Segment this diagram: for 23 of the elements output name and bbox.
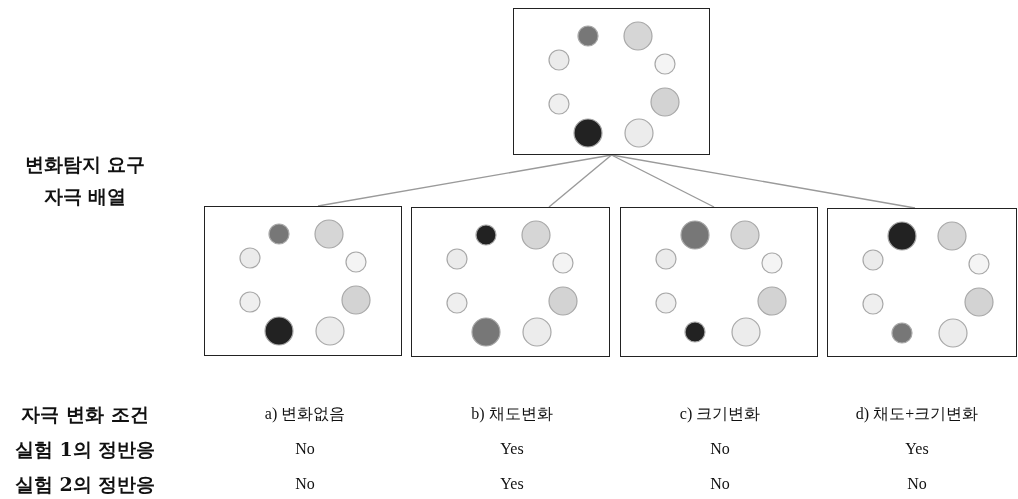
column-heading: a) 변화없음 xyxy=(263,404,347,425)
column-heading: b) 채도변화 xyxy=(470,404,554,424)
stimulus-box xyxy=(411,207,610,357)
table-cell-text: No xyxy=(906,475,928,493)
table-cell-text: No xyxy=(294,475,316,493)
table-cell-text: No xyxy=(709,475,731,493)
stimulus-box xyxy=(513,8,710,155)
connector-line xyxy=(610,154,715,208)
column-heading: d) 채도+크기변화 xyxy=(854,404,980,425)
table-cell-text: Yes xyxy=(499,440,525,458)
row-heading: 실험 2의 정반응 xyxy=(13,472,157,497)
table-cell-text: No xyxy=(709,440,731,458)
stimulus-box xyxy=(620,207,818,357)
row-heading: 변화탐지 요구 자극 배열 xyxy=(23,152,147,209)
table-cell-text: Yes xyxy=(499,475,525,493)
row-heading: 실험 1의 정반응 xyxy=(13,437,157,462)
row-heading: 자극 변화 조건 xyxy=(20,402,150,427)
table-cell-text: Yes xyxy=(904,440,930,458)
table-cell-text: No xyxy=(294,440,316,458)
connector-line xyxy=(548,154,613,208)
stimulus-box xyxy=(827,208,1017,357)
stimulus-box xyxy=(204,206,402,356)
column-heading: c) 크기변화 xyxy=(678,404,762,425)
